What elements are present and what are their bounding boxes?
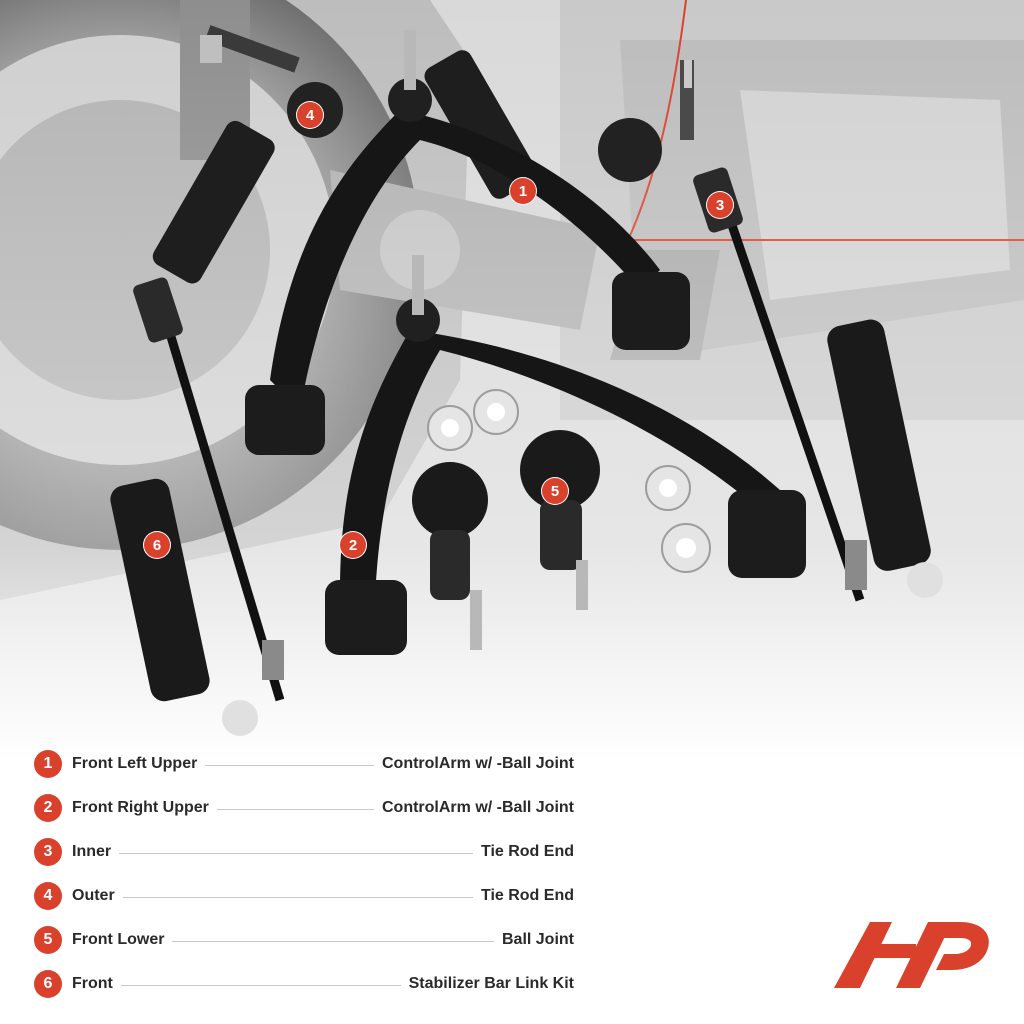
legend-position: Front [72,975,113,992]
legend-position: Front Left Upper [72,755,198,772]
washers [427,389,711,573]
legend-row-5: 5 Front Lower Ball Joint [34,918,574,962]
legend-leader-line [122,897,473,898]
stabilizer-bar-link-left [110,478,258,736]
legend-part-name: Stabilizer Bar Link Kit [408,975,574,992]
legend-badge: 4 [34,882,62,910]
part-badge-1: 1 [510,178,536,204]
legend-badge: 1 [34,750,62,778]
legend-badge: 3 [34,838,62,866]
legend-badge: 2 [34,794,62,822]
legend-part-name: Tie Rod End [480,843,574,860]
legend-leader-line [172,941,494,942]
legend-row-6: 6 Front Stabilizer Bar Link Kit [34,962,574,1006]
inner-tie-rod-left [133,277,285,702]
lower-ball-joints [412,430,600,650]
legend-leader-line [120,985,401,986]
legend-part-name: ControlArm w/ -Ball Joint [382,755,574,772]
part-badge-2: 2 [340,532,366,558]
legend-leader-line [205,765,374,766]
upper-control-arm-right [325,255,806,655]
legend-leader-line [119,853,473,854]
legend-position: Inner [72,843,112,860]
upper-control-arm-left [245,30,690,455]
legend-row-3: 3 Inner Tie Rod End [34,830,574,874]
legend-leader-line [216,809,374,810]
legend-part-name: Tie Rod End [480,887,574,904]
part-badge-6: 6 [144,532,170,558]
legend-position: Front Right Upper [72,799,209,816]
legend-part-name: Ball Joint [501,931,574,948]
legend-row-2: 2 Front Right Upper ControlArm w/ -Ball … [34,786,574,830]
legend-position: Front Lower [72,931,165,948]
a-premium-logo-icon [834,922,989,988]
product-scene [0,0,1024,760]
part-badge-3: 3 [707,192,733,218]
part-badge-4: 4 [297,102,323,128]
legend-badge: 5 [34,926,62,954]
part-badge-5: 5 [542,478,568,504]
parts-legend: 1 Front Left Upper ControlArm w/ -Ball J… [34,742,574,1006]
legend-badge: 6 [34,970,62,998]
legend-part-name: ControlArm w/ -Ball Joint [382,799,574,816]
legend-row-1: 1 Front Left Upper ControlArm w/ -Ball J… [34,742,574,786]
legend-position: Outer [72,887,115,904]
legend-row-4: 4 Outer Tie Rod End [34,874,574,918]
stabilizer-bar-link-right [827,319,943,598]
